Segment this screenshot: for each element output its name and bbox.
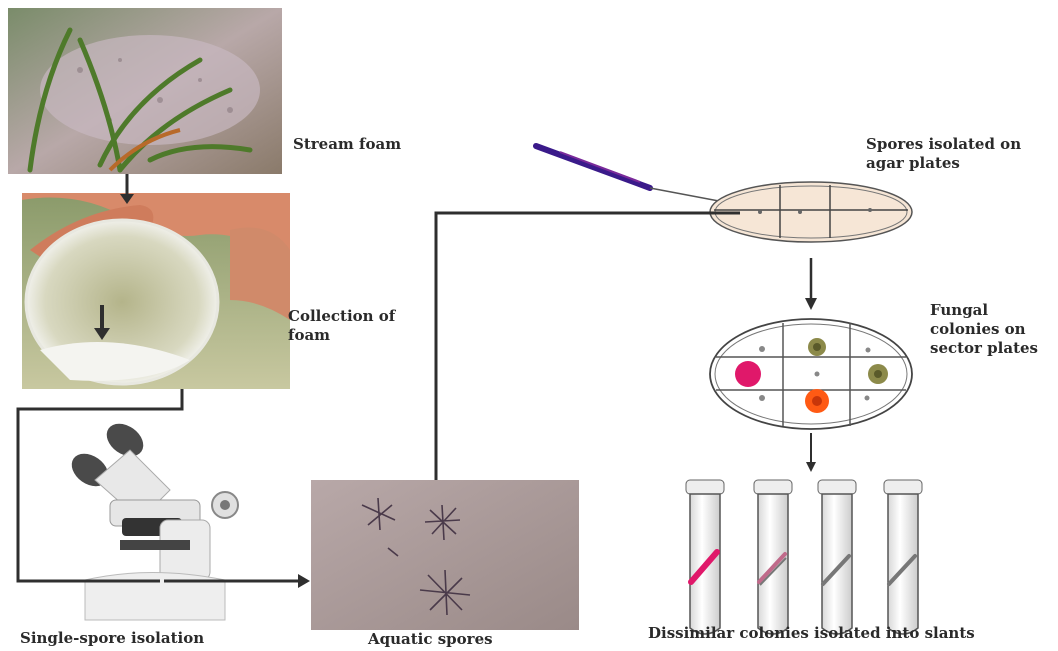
test-tube [686, 480, 724, 634]
label-line: sector plates [930, 339, 1038, 358]
petri-dish-photo [22, 193, 290, 389]
agar-plate [710, 182, 912, 242]
label-fungal-colonies: Fungal colonies on sector plates [930, 301, 1038, 358]
label-dissimilar-colonies: Dissimilar colonies isolated into slants [648, 624, 975, 643]
label-line: colonies on [930, 320, 1038, 339]
label-line: agar plates [866, 154, 1021, 173]
label-stream-foam: Stream foam [293, 135, 401, 154]
label-single-spore-isolation: Single-spore isolation [20, 629, 204, 648]
test-tube [818, 480, 856, 634]
label-collection-of-foam: Collection of foam [288, 307, 395, 345]
label-line: Fungal [930, 301, 1038, 320]
label-line: Collection of [288, 307, 395, 326]
label-line: foam [288, 326, 395, 345]
label-line: Spores isolated on [866, 135, 1021, 154]
inoculation-needle [536, 146, 740, 205]
microscope-image [66, 417, 238, 620]
spore-micrograph [311, 480, 579, 630]
label-aquatic-spores: Aquatic spores [368, 630, 493, 649]
sector-plate [710, 319, 912, 429]
test-tube [884, 480, 922, 634]
label-spores-isolated: Spores isolated on agar plates [866, 135, 1021, 173]
stream-foam-photo [8, 8, 282, 174]
test-tube [754, 480, 792, 634]
